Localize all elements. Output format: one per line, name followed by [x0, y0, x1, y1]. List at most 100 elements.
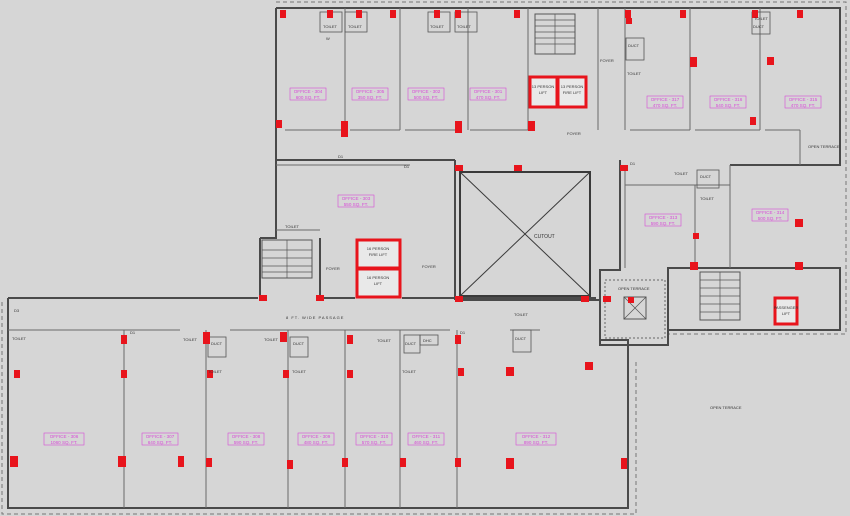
- structural-column: [14, 370, 20, 378]
- toilet-label: TOILET: [430, 24, 444, 29]
- office-305: OFFICE - 305 350 SQ. FT.: [356, 89, 385, 100]
- door-label: D1: [130, 330, 136, 335]
- structural-column: [118, 456, 126, 467]
- toilet-label: TOILET: [264, 337, 278, 342]
- structural-column: [458, 368, 464, 376]
- staircase-left: [261, 239, 313, 279]
- duct-label: DUCT: [700, 174, 712, 179]
- svg-text:OFFICE - 313: OFFICE - 313: [649, 215, 678, 220]
- toilet-label: TOILET: [292, 369, 306, 374]
- fire-lift-16-label: 16 PERSON: [367, 246, 390, 251]
- passenger-lift: [773, 296, 799, 326]
- svg-text:OFFICE - 307: OFFICE - 307: [146, 434, 175, 439]
- office-317: OFFICE - 317 470 SQ. FT.: [651, 97, 680, 108]
- duct-label: DUCT: [628, 43, 640, 48]
- office-314: OFFICE - 314 500 SQ. FT.: [756, 210, 785, 221]
- svg-text:OFFICE - 306: OFFICE - 306: [50, 434, 79, 439]
- toilet-label: TOILET: [377, 338, 391, 343]
- lift-13-person: [528, 75, 559, 109]
- passage-label: 8 FT. WIDE PASSAGE: [286, 315, 344, 320]
- structural-column: [626, 18, 632, 24]
- toilet-label: TOILET: [700, 196, 714, 201]
- structural-column: [280, 10, 286, 18]
- svg-text:OFFICE - 304: OFFICE - 304: [294, 89, 323, 94]
- toilet-label: TOILET: [457, 24, 471, 29]
- svg-text:460 SQ. FT.: 460 SQ. FT.: [414, 440, 439, 445]
- office-310: OFFICE - 310 570 SQ. FT.: [360, 434, 389, 445]
- structural-column: [621, 458, 627, 469]
- svg-text:OFFICE - 302: OFFICE - 302: [412, 89, 441, 94]
- structural-column: [455, 335, 461, 344]
- structural-column: [347, 370, 353, 378]
- structural-column: [528, 121, 535, 131]
- office-301: OFFICE - 301 470 SQ. FT.: [474, 89, 503, 100]
- structural-column: [690, 57, 697, 67]
- structural-column: [455, 121, 462, 133]
- structural-column: [347, 335, 353, 344]
- foyer-label: FOYER: [567, 131, 581, 136]
- toilet-label: TOILET: [514, 312, 528, 317]
- svg-text:OFFICE - 317: OFFICE - 317: [651, 97, 680, 102]
- svg-text:1060 SQ. FT.: 1060 SQ. FT.: [50, 440, 77, 445]
- door-label: D1: [460, 330, 466, 335]
- office-302: OFFICE - 302 500 SQ. FT.: [412, 89, 441, 100]
- duct-label: DUCT: [515, 336, 527, 341]
- structural-column: [283, 370, 289, 378]
- structural-column: [680, 10, 686, 18]
- structural-column: [628, 297, 634, 303]
- svg-text:540 SQ. FT.: 540 SQ. FT.: [716, 103, 741, 108]
- cutout-label: CUTOUT: [534, 234, 555, 240]
- door-label: W: [326, 36, 330, 41]
- lift-16-person: [355, 267, 402, 299]
- svg-text:OFFICE - 316: OFFICE - 316: [714, 97, 743, 102]
- office-304: OFFICE - 304 600 SQ. FT.: [294, 89, 323, 100]
- structural-column: [620, 165, 628, 171]
- structural-column: [400, 458, 406, 467]
- toilet-label: TOILET: [348, 24, 362, 29]
- office-308: OFFICE - 308 590 SQ. FT.: [232, 434, 261, 445]
- structural-column: [603, 296, 611, 302]
- toilet-label: TOILET: [674, 171, 688, 176]
- structural-column: [455, 458, 461, 467]
- structural-column: [316, 295, 324, 301]
- structural-column: [581, 296, 589, 302]
- structural-column: [121, 370, 127, 378]
- office-315: OFFICE - 315 470 SQ. FT.: [789, 97, 818, 108]
- foyer-label: FOYER: [600, 58, 614, 63]
- toilet-label: TOILET: [627, 71, 641, 76]
- office-311: OFFICE - 311 460 SQ. FT.: [412, 434, 441, 445]
- structural-column: [356, 10, 362, 18]
- svg-text:OFFICE - 308: OFFICE - 308: [232, 434, 261, 439]
- structural-column: [693, 233, 699, 239]
- open-terrace-label: OPEN TERRACE: [808, 144, 840, 149]
- svg-text:570 SQ. FT.: 570 SQ. FT.: [362, 440, 387, 445]
- foyer-label: FOYER: [326, 266, 340, 271]
- svg-text:550 SQ. FT.: 550 SQ. FT.: [344, 202, 369, 207]
- structural-column: [206, 458, 212, 467]
- structural-column: [287, 460, 293, 469]
- door-label: D3: [14, 308, 20, 313]
- structural-column: [207, 370, 213, 378]
- svg-text:OFFICE - 310: OFFICE - 310: [360, 434, 389, 439]
- lift-13-label-2: LIFT: [539, 90, 548, 95]
- structural-columns: [10, 10, 803, 469]
- svg-text:OFFICE - 312: OFFICE - 312: [522, 434, 551, 439]
- foyer-label: FOYER: [422, 264, 436, 269]
- office-306: OFFICE - 306 1060 SQ. FT.: [50, 434, 79, 445]
- structural-column: [434, 10, 440, 18]
- svg-text:480 SQ. FT.: 480 SQ. FT.: [304, 440, 329, 445]
- structural-column: [506, 458, 514, 469]
- toilet-label: TOILET: [402, 369, 416, 374]
- structural-column: [203, 332, 210, 344]
- passenger-lift-label: PASSENGER: [774, 305, 799, 310]
- structural-column: [690, 262, 698, 270]
- svg-text:OFFICE - 314: OFFICE - 314: [756, 210, 785, 215]
- structural-column: [506, 367, 514, 376]
- structural-column: [259, 295, 267, 301]
- toilet-label: TOILET: [12, 336, 26, 341]
- svg-text:600 SQ. FT.: 600 SQ. FT.: [296, 95, 321, 100]
- fire-lift-16-label-2: FIRE LIFT: [369, 252, 388, 257]
- structural-column: [585, 362, 593, 370]
- door-label: D1: [404, 164, 410, 169]
